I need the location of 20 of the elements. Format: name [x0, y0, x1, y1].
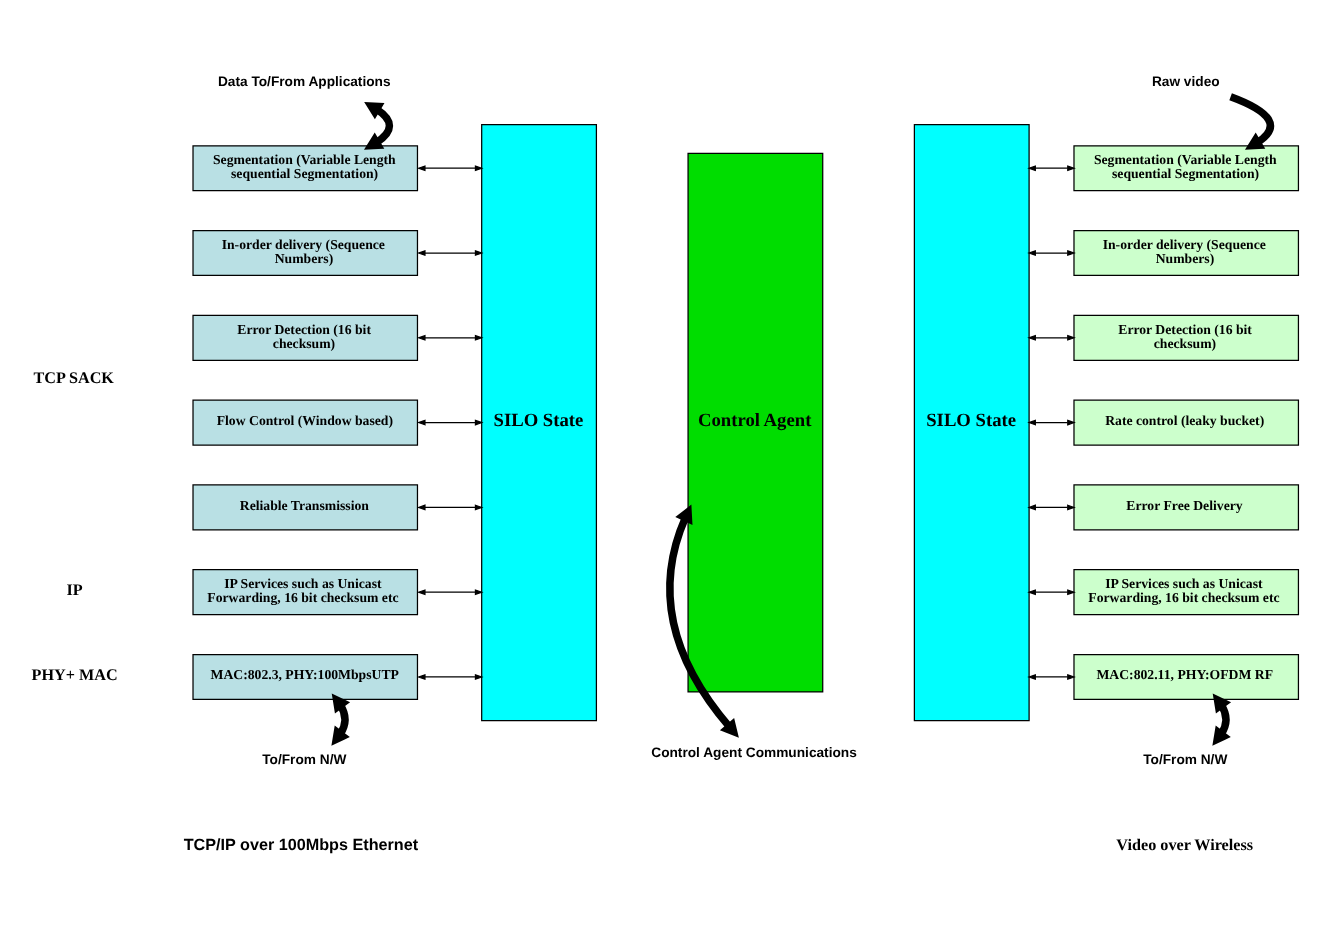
- arrow: [1027, 673, 1076, 681]
- arrow: [1027, 419, 1076, 426]
- arrow: [1027, 504, 1076, 511]
- node-box: Control Agent: [687, 152, 824, 693]
- arrow: [416, 165, 484, 172]
- arrow: [416, 249, 484, 257]
- arrow: [416, 419, 484, 426]
- arrow: [666, 504, 739, 738]
- arrow: [416, 589, 484, 596]
- arrow: [364, 101, 393, 150]
- arrow: [1027, 334, 1076, 341]
- arrow: [1027, 165, 1076, 172]
- arrow: [416, 673, 484, 681]
- arrow: [416, 504, 484, 511]
- arrow: [331, 693, 351, 746]
- arrow: [416, 334, 484, 341]
- arrow: [1027, 249, 1076, 257]
- arrow: [1027, 589, 1076, 596]
- arrow: [1212, 693, 1232, 746]
- arrow: [1229, 93, 1275, 150]
